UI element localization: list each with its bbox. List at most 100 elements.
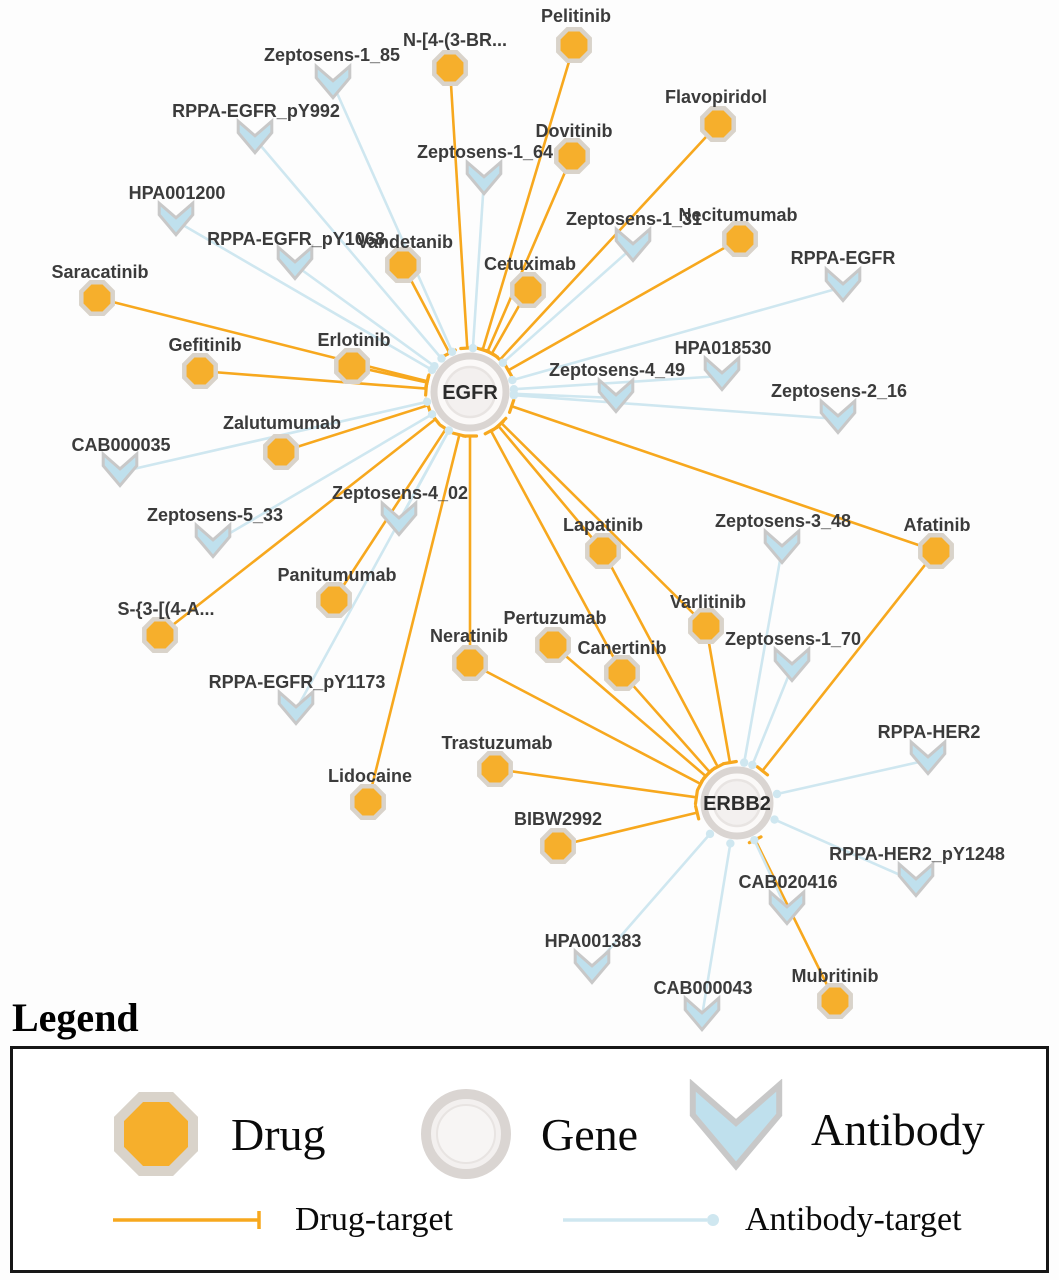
- gene-circle-icon: [421, 1089, 511, 1179]
- edge-necitumumab-egfr: [503, 237, 742, 378]
- edge-canertinib-egfr: [483, 426, 624, 675]
- edge-afatinib-egfr: [507, 398, 938, 553]
- label-z4_49: Zeptosens-4_49: [549, 360, 685, 380]
- node-dovitinib: [554, 138, 590, 174]
- label-vandetanib: Vandetanib: [357, 232, 453, 252]
- node-z1_70: [773, 645, 811, 683]
- node-neratinib: [452, 645, 488, 681]
- legend-drug-target-item: Drug-target: [111, 1201, 453, 1239]
- legend-drug-label: Drug: [231, 1108, 326, 1160]
- node-rppa_py992: [236, 117, 274, 156]
- edges-layer: [95, 43, 938, 1018]
- label-zalutumumab: Zalutumumab: [223, 413, 341, 433]
- edge-cab020416-erbb2: [750, 835, 789, 912]
- edge-z2_16-egfr: [509, 391, 840, 421]
- node-canertinib: [604, 655, 640, 691]
- legend-gene-item: Gene: [411, 1079, 638, 1189]
- label-z1_64: Zeptosens-1_64: [417, 142, 553, 162]
- edge-trastuzumab-erbb2: [493, 767, 699, 806]
- edge-z1_31-egfr: [498, 245, 635, 367]
- edge-rppa_py1173-egfr: [294, 426, 454, 712]
- legend-gene-label: Gene: [541, 1108, 639, 1160]
- node-gefitinib: [182, 353, 218, 389]
- label-hpa018530: HPA018530: [675, 338, 772, 358]
- node-erbb2: [700, 766, 774, 840]
- label-hpa001383: HPA001383: [545, 931, 642, 951]
- node-rppa_egfr: [824, 265, 862, 303]
- label-varlitinib: Varlitinib: [670, 592, 746, 612]
- node-vandetanib: [385, 247, 421, 283]
- edge-rppa_py992-egfr: [253, 137, 446, 363]
- edge-z5_33-egfr: [211, 410, 437, 545]
- edge-z1_85-egfr: [331, 82, 457, 356]
- label-gefitinib: Gefitinib: [169, 335, 242, 355]
- edge-pertuzumab-erbb2: [551, 643, 712, 783]
- edge-rppa_her2-erbb2: [772, 758, 930, 799]
- edge-rppa_her2_py1248-erbb2: [770, 815, 918, 884]
- node-rppa_py1068: [276, 243, 314, 281]
- node-mubritinib: [817, 983, 853, 1019]
- node-flavopiridol: [700, 106, 736, 142]
- label-cab000035: CAB000035: [71, 435, 170, 455]
- labels-layer: EGFRERBB2PelitinibN-[4-(3-BR...Dovitinib…: [51, 6, 1004, 998]
- label-z1_85: Zeptosens-1_85: [264, 45, 400, 65]
- node-z2_16: [819, 397, 857, 435]
- label-dovitinib: Dovitinib: [536, 121, 613, 141]
- node-zalutumumab: [263, 434, 299, 470]
- node-cab000035: [101, 450, 139, 488]
- node-pertuzumab: [535, 627, 571, 663]
- edge-varlitinib-egfr: [495, 416, 708, 628]
- label-rppa_py1173: RPPA-EGFR_pY1173: [209, 672, 386, 692]
- node-varlitinib: [688, 608, 724, 644]
- node-z1_31: [614, 225, 652, 263]
- label-erlotinib: Erlotinib: [318, 330, 391, 350]
- label-z2_16: Zeptosens-2_16: [771, 381, 907, 401]
- node-cab020416: [768, 888, 806, 926]
- legend-drug-item: Drug: [101, 1079, 326, 1189]
- edge-neratinib-egfr: [461, 434, 479, 665]
- label-bibw2992: BIBW2992: [514, 809, 602, 829]
- legend-box: Drug Gene Antibody Drug-target: [10, 1046, 1049, 1273]
- edge-cab000043-erbb2: [700, 839, 735, 1018]
- node-saracatinib: [79, 280, 115, 316]
- edge-z1_64-egfr: [468, 178, 486, 353]
- label-rppa_egfr: RPPA-EGFR: [791, 248, 896, 268]
- edge-hpa001383-erbb2: [590, 829, 715, 971]
- label-s3_4a: S-{3-[(4-A...: [117, 599, 214, 619]
- label-rppa_py992: RPPA-EGFR_pY992: [172, 101, 340, 121]
- edge-z1_70-erbb2: [748, 665, 794, 770]
- node-trastuzumab: [477, 751, 513, 787]
- legend-antibody-target-item: Antibody-target: [561, 1201, 962, 1239]
- label-rppa_her2_py1248: RPPA-HER2_pY1248: [829, 844, 1005, 864]
- label-neratinib: Neratinib: [430, 626, 508, 646]
- edge-afatinib-erbb2: [755, 549, 938, 777]
- node-rppa_py1173: [277, 688, 315, 726]
- antibody-chevron-icon: [689, 1079, 783, 1171]
- edge-z3_48-erbb2: [739, 547, 784, 767]
- label-z1_70: Zeptosens-1_70: [725, 629, 861, 649]
- node-z5_33: [194, 521, 232, 559]
- node-rppa_her2_py1248: [897, 860, 935, 898]
- label-flavopiridol: Flavopiridol: [665, 87, 767, 107]
- node-hpa001200: [157, 199, 195, 238]
- node-egfr: [430, 352, 510, 432]
- node-rppa_her2: [909, 738, 947, 776]
- node-cab000043: [683, 994, 721, 1033]
- label-necitumumab: Necitumumab: [678, 205, 797, 225]
- node-lidocaine: [350, 784, 386, 820]
- label-egfr: EGFR: [442, 382, 498, 404]
- label-trastuzumab: Trastuzumab: [441, 733, 552, 753]
- node-pelitinib: [556, 27, 592, 63]
- label-mubritinib: Mubritinib: [792, 966, 879, 986]
- label-pelitinib: Pelitinib: [541, 6, 611, 26]
- legend-title: Legend: [12, 995, 139, 1040]
- nodes-layer: [79, 27, 954, 1033]
- label-cetuximab: Cetuximab: [484, 254, 576, 274]
- label-z3_48: Zeptosens-3_48: [715, 511, 851, 531]
- label-pertuzumab: Pertuzumab: [503, 608, 606, 628]
- edge-bibw2992-erbb2: [556, 804, 701, 848]
- label-z1_31: Zeptosens-1_31: [566, 209, 702, 229]
- node-z1_64: [465, 158, 503, 197]
